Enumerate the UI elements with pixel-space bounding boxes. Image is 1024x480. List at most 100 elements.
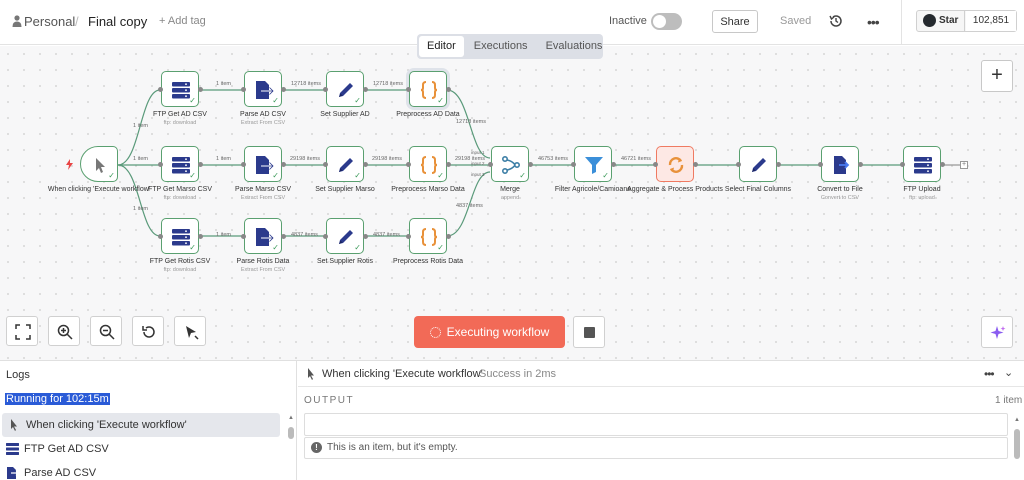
output-port[interactable] — [858, 162, 863, 167]
output-port[interactable] — [281, 234, 286, 239]
input-port[interactable] — [158, 234, 163, 239]
merge-icon — [501, 155, 521, 175]
ai-assistant-button[interactable] — [981, 316, 1013, 348]
input-port[interactable] — [241, 162, 246, 167]
node-convert[interactable] — [821, 146, 859, 182]
input-port[interactable] — [158, 87, 163, 92]
node-subtitle: ftp: download — [163, 267, 197, 273]
output-port[interactable] — [446, 162, 451, 167]
tidy-up-button[interactable] — [174, 316, 206, 346]
node-ftp-rotis[interactable]: ✓ — [161, 218, 199, 254]
output-port[interactable] — [363, 162, 368, 167]
input-port[interactable] — [406, 87, 411, 92]
success-check-icon: ✓ — [272, 243, 279, 252]
scroll-thumb[interactable] — [288, 427, 294, 439]
node-pre-ad[interactable]: ✓ — [409, 71, 447, 107]
output-port[interactable] — [446, 87, 451, 92]
workflow-name[interactable]: Final copy — [88, 14, 148, 29]
node-pre-marso[interactable]: ✓ — [409, 146, 447, 182]
active-toggle[interactable] — [651, 13, 682, 30]
node-set-marso[interactable]: ✓ — [326, 146, 364, 182]
node-label: FTP Get Marso CSV — [147, 186, 213, 193]
node-merge[interactable]: ✓ — [491, 146, 529, 182]
node-parse-marso[interactable]: ✓ — [244, 146, 282, 182]
input-port[interactable] — [241, 87, 246, 92]
output-port[interactable] — [693, 162, 698, 167]
github-star-label: Star — [939, 15, 959, 26]
node-trigger[interactable]: ✓ — [80, 146, 118, 182]
add-tag-button[interactable]: + Add tag — [159, 15, 206, 27]
output-port[interactable] — [198, 162, 203, 167]
sparkle-icon — [990, 326, 1006, 339]
input-port[interactable] — [818, 162, 823, 167]
tab-evaluations[interactable]: Evaluations — [545, 40, 603, 52]
input-port[interactable] — [241, 234, 246, 239]
reset-zoom-button[interactable] — [132, 316, 164, 346]
input-port[interactable] — [406, 162, 411, 167]
log-item-trigger[interactable]: When clicking 'Execute workflow' — [2, 413, 280, 437]
scroll-up-icon[interactable]: ▲ — [1014, 417, 1020, 423]
output-port[interactable] — [776, 162, 781, 167]
input-port[interactable] — [323, 234, 328, 239]
node-ftp-ad[interactable]: ✓ — [161, 71, 199, 107]
stop-execution-button[interactable] — [573, 316, 605, 348]
add-node-button[interactable]: + — [981, 60, 1013, 92]
scroll-thumb[interactable] — [1014, 429, 1020, 459]
executing-workflow-button[interactable]: Executing workflow — [414, 316, 565, 348]
output-port[interactable] — [940, 162, 945, 167]
tab-editor[interactable]: Editor — [419, 36, 464, 57]
output-port[interactable] — [363, 87, 368, 92]
more-options-icon[interactable]: ••• — [984, 367, 995, 381]
node-set-ad[interactable]: ✓ — [326, 71, 364, 107]
zoom-to-fit-button[interactable] — [6, 316, 38, 346]
breadcrumb-workspace[interactable]: Personal — [24, 14, 76, 29]
node-aggregate[interactable] — [656, 146, 694, 182]
node-ftp-marso[interactable]: ✓ — [161, 146, 199, 182]
tab-executions[interactable]: Executions — [473, 40, 528, 52]
output-port[interactable] — [198, 234, 203, 239]
chevron-down-icon[interactable]: ⌄ — [1004, 367, 1014, 379]
output-port[interactable] — [281, 87, 286, 92]
node-parse-ad[interactable]: ✓ — [244, 71, 282, 107]
output-port[interactable] — [611, 162, 616, 167]
node-subtitle: Extract From CSV — [240, 195, 286, 201]
node-filter[interactable]: ✓ — [574, 146, 612, 182]
node-parse-rotis[interactable]: ✓ — [244, 218, 282, 254]
scroll-up-icon[interactable]: ▲ — [288, 415, 294, 421]
log-item-ftp-ad[interactable]: FTP Get AD CSV — [0, 437, 280, 461]
node-pre-rotis[interactable]: ✓ — [409, 218, 447, 254]
input-port[interactable] — [900, 162, 905, 167]
input-port[interactable] — [158, 162, 163, 167]
output-scrollbar[interactable]: ▲ — [1012, 417, 1022, 479]
history-icon[interactable] — [828, 13, 844, 29]
node-label: Merge — [500, 186, 520, 193]
pencil-icon — [339, 158, 353, 172]
output-port[interactable] — [528, 162, 533, 167]
input-port[interactable] — [323, 162, 328, 167]
wire-label: 12718 items — [373, 81, 403, 87]
github-star-button[interactable]: Star — [917, 11, 965, 31]
add-node-plus-icon[interactable]: + — [960, 161, 968, 169]
share-button[interactable]: Share — [712, 10, 758, 33]
zoom-out-button[interactable] — [90, 316, 122, 346]
output-port[interactable] — [446, 234, 451, 239]
input-port[interactable] — [571, 162, 576, 167]
log-item-parse-ad[interactable]: Parse AD CSV — [0, 461, 280, 480]
success-check-icon: ✓ — [602, 171, 609, 180]
output-port[interactable] — [281, 162, 286, 167]
zoom-in-button[interactable] — [48, 316, 80, 346]
input-port[interactable] — [488, 162, 493, 167]
node-set-rotis[interactable]: ✓ — [326, 218, 364, 254]
output-port[interactable] — [198, 87, 203, 92]
more-options-icon[interactable]: ••• — [867, 14, 880, 30]
input-port[interactable] — [653, 162, 658, 167]
workflow-canvas[interactable]: 1 item 1 item 1 item 1 item 1 item 1 ite… — [0, 46, 1024, 360]
github-star-widget[interactable]: Star 102,851 — [916, 10, 1017, 32]
input-port[interactable] — [406, 234, 411, 239]
input-port[interactable] — [323, 87, 328, 92]
node-select[interactable] — [739, 146, 777, 182]
output-port[interactable] — [363, 234, 368, 239]
input-port[interactable] — [736, 162, 741, 167]
logs-scrollbar[interactable]: ▲ — [287, 415, 295, 480]
node-upload[interactable] — [903, 146, 941, 182]
